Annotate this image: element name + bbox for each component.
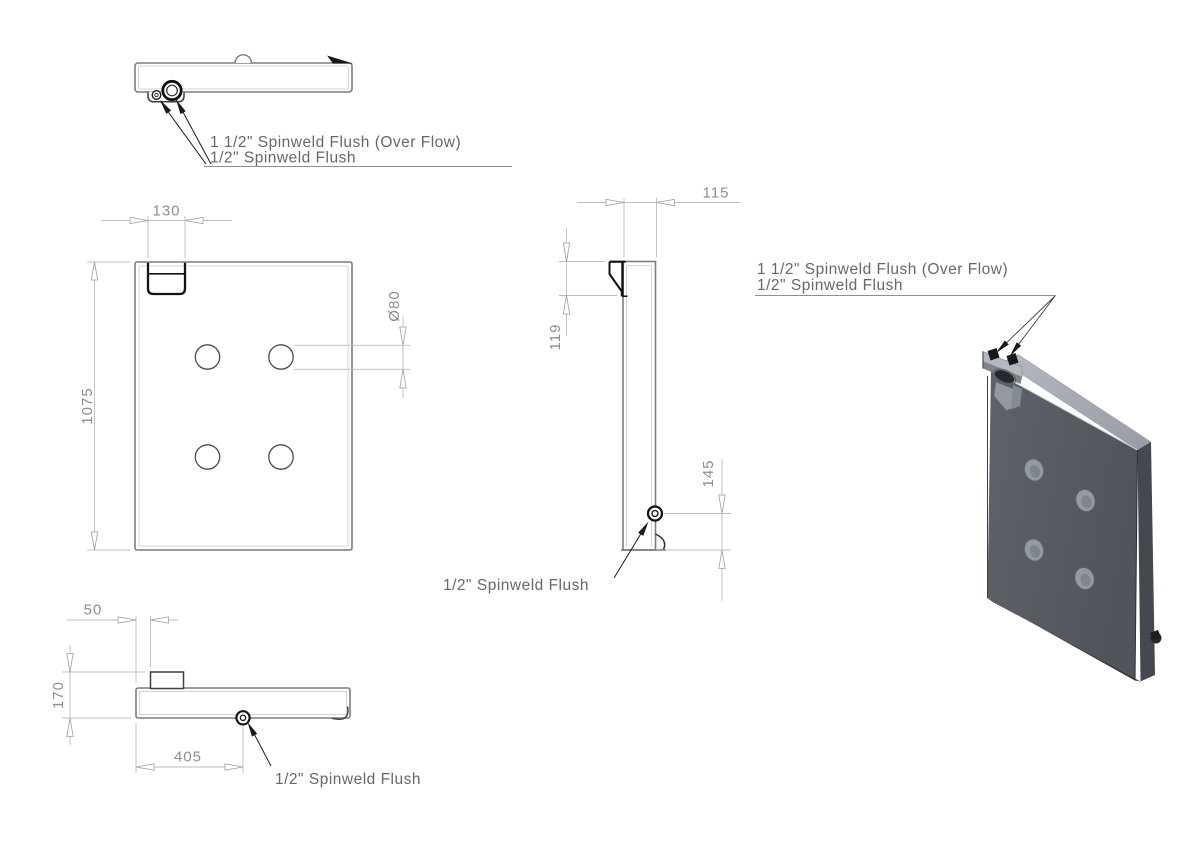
dimple-hole <box>194 444 221 470</box>
top-view-corner-flange <box>327 55 353 64</box>
iso-spinweld-fitting <box>1006 353 1019 366</box>
half-inch-spinweld-circle <box>151 89 162 100</box>
half-inch-spinweld-inner <box>154 92 159 98</box>
dim-arrow <box>399 326 407 346</box>
iso-dimples <box>1023 458 1096 590</box>
leader-arrow <box>638 521 649 536</box>
leader-line <box>998 295 1056 351</box>
dimension-hole-80: Ø80 <box>294 290 410 398</box>
dim-text-405: 405 <box>174 749 202 766</box>
dim-arrow <box>562 242 571 262</box>
dim-arrow <box>66 717 74 737</box>
dim-arrow <box>66 653 74 673</box>
bottom-corner-flange <box>331 706 349 721</box>
dim-arrow <box>224 763 244 771</box>
dimension-119: 119 <box>547 228 617 350</box>
dimension-170: 170 <box>50 645 145 745</box>
dimple-hole <box>268 344 294 370</box>
dimension-145: 145 <box>664 459 731 601</box>
iso-fill-hole-rim <box>992 368 1017 385</box>
leader-arrow <box>176 99 186 115</box>
dim-arrow <box>656 198 675 207</box>
overflow-spinweld-inner <box>166 84 178 97</box>
side-spinweld-inner <box>651 509 659 518</box>
top-view-wall-line <box>138 65 349 90</box>
dim-text-1075: 1075 <box>79 387 96 424</box>
top-view-fitting-bump <box>234 54 253 64</box>
bottom-view-callout: 1/2" Spinweld Flush <box>275 771 421 788</box>
leader-arrow <box>160 100 172 114</box>
overflow-spinweld-circle <box>161 79 183 102</box>
dim-arrow <box>399 369 407 389</box>
leader-arrow <box>247 722 258 737</box>
dim-text-145: 145 <box>700 459 717 487</box>
bottom-spinweld-inner <box>239 714 247 722</box>
dim-arrow <box>135 763 155 771</box>
isometric-view: 1 1/2" Spinweld Flush (Over Flow) 1/2" S… <box>755 261 1162 682</box>
dim-arrow <box>129 216 149 225</box>
dimension-405: 405 <box>135 723 244 773</box>
dimension-50: 50 <box>67 602 178 683</box>
front-view-wall-line <box>138 265 349 547</box>
dimension-1075: 1075 <box>79 261 130 551</box>
dim-arrow <box>184 216 204 225</box>
leader-line <box>1011 295 1056 354</box>
side-spinweld-circle <box>646 505 664 522</box>
top-view: 1 1/2" Spinweld Flush (Over Flow) 1/2" S… <box>134 54 512 167</box>
iso-dimple-center <box>1029 465 1041 478</box>
dim-arrow <box>117 616 137 624</box>
iso-notch-detail <box>982 348 1023 411</box>
iso-fill-hole <box>994 370 1015 383</box>
iso-callout-overflow: 1 1/2" Spinweld Flush (Over Flow) <box>757 261 1008 278</box>
dim-text-115: 115 <box>703 185 730 202</box>
leader-arrow <box>1010 342 1022 356</box>
front-view: 130 1075 Ø80 <box>79 203 410 551</box>
dim-text-130: 130 <box>152 203 180 220</box>
dim-text-170: 170 <box>50 681 67 709</box>
dim-arrow <box>562 295 571 315</box>
leader-line <box>613 526 646 579</box>
bottom-spinweld-circle <box>235 710 251 726</box>
side-view: 1/2" Spinweld Flush 115 119 145 <box>443 185 740 601</box>
front-view-notch <box>146 262 187 296</box>
top-view-callout-overflow: 1 1/2" Spinweld Flush (Over Flow) <box>210 134 461 151</box>
dimension-115: 115 <box>577 185 740 257</box>
iso-side-fitting <box>1150 630 1162 644</box>
iso-top-front-edge <box>990 369 1138 451</box>
leader-arrow <box>996 340 1009 353</box>
dim-arrow <box>150 616 169 624</box>
iso-notch-step <box>1011 385 1022 410</box>
side-corner-flange <box>655 533 666 550</box>
iso-callout-half: 1/2" Spinweld Flush <box>757 277 903 294</box>
iso-dimple-center <box>1081 495 1092 509</box>
bottom-view: 1/2" Spinweld Flush 50 170 40 <box>50 602 421 789</box>
dim-arrow <box>718 549 726 569</box>
top-view-callout-half: 1/2" Spinweld Flush <box>210 150 356 167</box>
dim-text-50: 50 <box>84 602 103 619</box>
dimple-hole <box>194 344 221 370</box>
side-view-body <box>622 260 657 551</box>
iso-right-face <box>1137 442 1155 682</box>
dimension-130: 130 <box>101 203 232 259</box>
front-view-body <box>134 261 353 551</box>
dim-arrow <box>718 494 726 514</box>
side-notch-profile <box>608 261 623 297</box>
dim-text-119: 119 <box>547 324 564 351</box>
bottom-view-notch-bump <box>149 671 185 690</box>
iso-spinweld-fitting <box>987 348 1000 361</box>
dim-arrow <box>90 261 99 281</box>
dim-arrow <box>605 198 625 207</box>
dimple-hole <box>268 444 294 470</box>
iso-front-face <box>987 369 1138 681</box>
iso-front-right-edge <box>1134 449 1138 681</box>
iso-dimple-center <box>1029 545 1041 558</box>
dim-text-d80: Ø80 <box>386 290 403 321</box>
side-view-callout: 1/2" Spinweld Flush <box>443 577 589 594</box>
iso-side-spinweld-cap <box>1150 630 1161 640</box>
iso-dimple-center <box>1080 573 1091 587</box>
dim-arrow <box>90 531 99 551</box>
